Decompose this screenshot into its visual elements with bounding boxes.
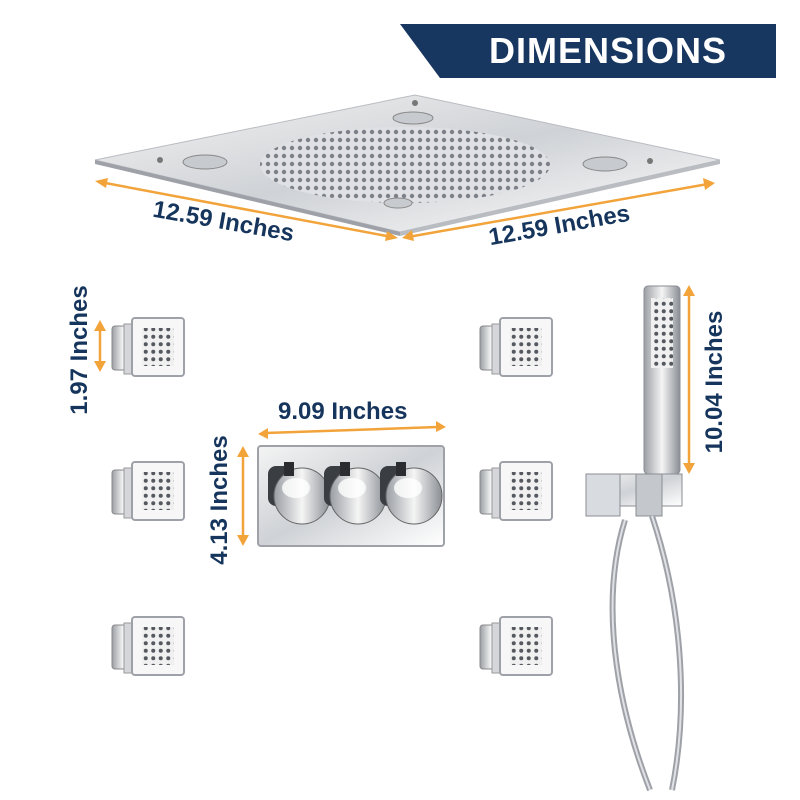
rain-shower-head — [94, 94, 721, 236]
banner-title: DIMENSIONS — [488, 30, 728, 71]
rain-width-arrow — [95, 178, 715, 241]
handheld-height-label: 10.04 Inches — [701, 310, 728, 454]
handheld-shower — [585, 285, 685, 792]
banner-shape — [400, 24, 776, 78]
dimensions-banner: DIMENSIONS — [400, 24, 776, 78]
body-jet-bottom-left — [111, 616, 185, 676]
panel-height-arrow — [237, 446, 249, 546]
panel-width-label: 9.09 Inches — [278, 398, 408, 425]
body-jet-height-arrow — [94, 320, 106, 372]
handheld-height-arrow — [683, 285, 695, 474]
body-jet-middle-right — [479, 461, 553, 521]
body-jet-top-right — [479, 317, 553, 377]
thermostatic-control-panel — [257, 445, 445, 547]
control-knob-left — [268, 462, 331, 525]
control-knob-right — [380, 462, 443, 525]
control-knob-middle — [324, 462, 387, 525]
body-jet-middle-left — [111, 461, 185, 521]
panel-width-arrow — [258, 421, 446, 439]
body-jet-height-label: 1.97 Inches — [66, 285, 93, 415]
panel-height-label: 4.13 Inches — [206, 435, 233, 565]
body-jet-top-left — [111, 317, 185, 377]
body-jet-bottom-right — [479, 616, 553, 676]
